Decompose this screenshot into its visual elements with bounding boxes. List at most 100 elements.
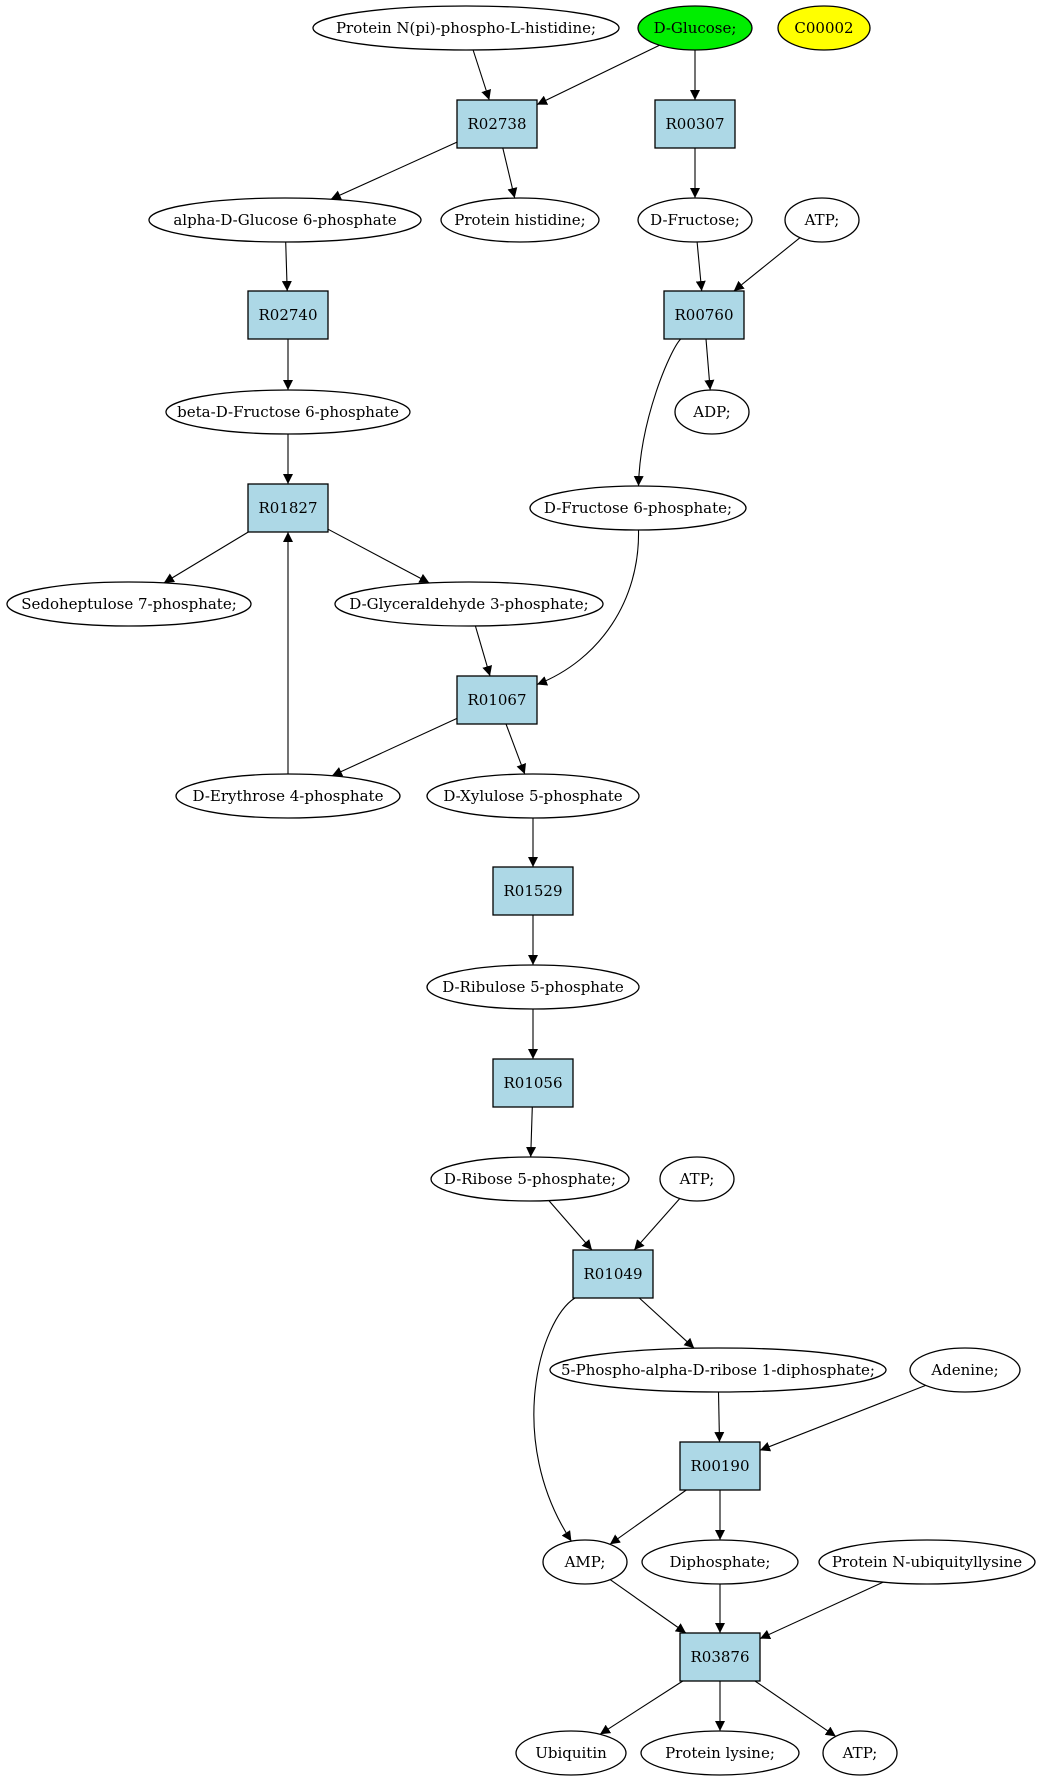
edges-layer xyxy=(163,44,926,1737)
node-label: D-Xylulose 5-phosphate xyxy=(443,787,622,805)
compound-ellipse xyxy=(515,1730,627,1776)
compound-node-C_s7p[interactable]: Sedoheptulose 7-phosphate; xyxy=(6,581,252,627)
compound-node-C_adp[interactable]: ADP; xyxy=(674,389,750,435)
compound-node-C_ru5p[interactable]: D-Ribulose 5-phosphate xyxy=(426,964,640,1010)
edge-R00760-to-C_adp xyxy=(704,338,715,391)
edge-R01049-to-C_prpp xyxy=(638,1297,695,1349)
compound-node-C_g3p[interactable]: D-Glyceraldehyde 3-phosphate; xyxy=(334,581,604,627)
node-label: D-Glucose; xyxy=(654,19,737,37)
reaction-node-R01529[interactable]: R01529 xyxy=(492,866,574,916)
node-label: R01056 xyxy=(503,1074,562,1092)
compound-node-C00002_top[interactable]: C00002 xyxy=(777,5,871,51)
compound-node-C_fructose[interactable]: D-Fructose; xyxy=(637,197,753,243)
node-label: R03876 xyxy=(690,1648,749,1666)
reaction-node-R01067[interactable]: R01067 xyxy=(456,675,538,725)
edge-R01056-to-C_r5p xyxy=(526,1106,537,1158)
reaction-box xyxy=(492,866,574,916)
edge-C_r5p-to-R01049 xyxy=(548,1200,593,1251)
compound-ellipse xyxy=(674,389,750,435)
edge-C_prpp-to-R00190 xyxy=(714,1391,725,1443)
edge-C_amp-to-R03876 xyxy=(609,1579,687,1634)
compound-ellipse xyxy=(818,1539,1036,1585)
compound-node-C_xu5p[interactable]: D-Xylulose 5-phosphate xyxy=(426,773,640,819)
node-label: D-Fructose; xyxy=(650,211,740,229)
edge-R00190-to-C_amp xyxy=(609,1489,687,1545)
reaction-node-R03876[interactable]: R03876 xyxy=(679,1632,761,1682)
reaction-node-R01056[interactable]: R01056 xyxy=(492,1058,574,1108)
node-label: R02738 xyxy=(467,115,526,133)
reaction-node-R02738[interactable]: R02738 xyxy=(456,99,538,149)
edge-C_fructose-to-R00760 xyxy=(695,241,706,292)
compound-node-C_e4p[interactable]: D-Erythrose 4-phosphate xyxy=(175,773,401,819)
node-label: R01067 xyxy=(467,691,526,709)
node-label: R00190 xyxy=(690,1457,749,1475)
edge-R01827-to-C_g3p xyxy=(327,528,430,584)
node-label: alpha-D-Glucose 6-phosphate xyxy=(173,211,396,229)
compound-node-C_amp[interactable]: AMP; xyxy=(542,1539,628,1585)
compound-ellipse xyxy=(426,773,640,819)
edge-C_d_f6p-to-R01067 xyxy=(536,529,640,686)
compound-node-C_ppi[interactable]: Diphosphate; xyxy=(641,1539,799,1585)
edge-C_prot_np_his-to-R02738 xyxy=(472,49,491,101)
nodes-layer: Protein N(pi)-phospho-L-histidine; D-Gluc… xyxy=(6,5,1036,1776)
compound-node-C_atp1[interactable]: ATP; xyxy=(784,197,860,243)
node-label: Adenine; xyxy=(930,1361,998,1379)
edge-C_atp2-to-R01049 xyxy=(633,1198,681,1251)
node-label: ATP; xyxy=(842,1744,878,1762)
compound-node-C_atp3[interactable]: ATP; xyxy=(822,1730,898,1776)
node-label: ATP; xyxy=(679,1170,715,1188)
compound-ellipse xyxy=(822,1730,898,1776)
compound-ellipse xyxy=(440,197,600,243)
edge-C_g3p-to-R01067 xyxy=(474,625,492,677)
compound-node-C_ubiquitin[interactable]: Ubiquitin xyxy=(515,1730,627,1776)
compound-node-C_atp2[interactable]: ATP; xyxy=(659,1156,735,1202)
reaction-node-R02740[interactable]: R02740 xyxy=(247,290,329,340)
compound-ellipse xyxy=(659,1156,735,1202)
compound-node-C_adenine[interactable]: Adenine; xyxy=(909,1347,1021,1393)
reaction-box xyxy=(247,483,329,533)
compound-node-C_d_f6p[interactable]: D-Fructose 6-phosphate; xyxy=(529,485,747,531)
compound-ellipse xyxy=(6,581,252,627)
reaction-node-R01049[interactable]: R01049 xyxy=(572,1249,654,1299)
node-label: Protein N(pi)-phospho-L-histidine; xyxy=(336,19,596,37)
reaction-node-R01827[interactable]: R01827 xyxy=(247,483,329,533)
edge-R00760-to-C_d_f6p xyxy=(633,338,682,487)
edge-C_prot_ublys-to-R03876 xyxy=(759,1581,884,1640)
reaction-box xyxy=(492,1058,574,1108)
node-label: R00760 xyxy=(674,306,733,324)
edge-R01067-to-C_e4p xyxy=(331,717,458,777)
compound-node-C_prot_ublys[interactable]: Protein N-ubiquityllysine xyxy=(818,1539,1036,1585)
reaction-box xyxy=(679,1632,761,1682)
compound-node-C_prot_his[interactable]: Protein histidine; xyxy=(440,197,600,243)
node-label: C00002 xyxy=(794,19,853,37)
edge-R02738-to-C_a_g6p xyxy=(330,141,458,200)
compound-node-C_a_g6p[interactable]: alpha-D-Glucose 6-phosphate xyxy=(148,197,422,243)
reaction-node-R00307[interactable]: R00307 xyxy=(654,99,736,149)
reaction-node-R00760[interactable]: R00760 xyxy=(663,290,745,340)
compound-ellipse xyxy=(637,5,753,51)
edge-C_a_g6p-to-R02740 xyxy=(281,241,292,292)
node-label: 5-Phospho-alpha-D-ribose 1-diphosphate; xyxy=(561,1361,875,1379)
node-label: D-Erythrose 4-phosphate xyxy=(193,787,384,805)
compound-ellipse xyxy=(641,1539,799,1585)
compound-ellipse xyxy=(529,485,747,531)
compound-node-C_prot_np_his[interactable]: Protein N(pi)-phospho-L-histidine; xyxy=(312,5,620,51)
compound-node-C_prot_lys[interactable]: Protein lysine; xyxy=(640,1730,800,1776)
node-label: beta-D-Fructose 6-phosphate xyxy=(177,403,399,421)
node-label: Ubiquitin xyxy=(535,1744,607,1762)
compound-ellipse xyxy=(165,389,411,435)
node-label: D-Fructose 6-phosphate; xyxy=(544,499,732,517)
compound-node-C_glucose[interactable]: D-Glucose; xyxy=(637,5,753,51)
compound-ellipse xyxy=(312,5,620,51)
node-label: AMP; xyxy=(564,1553,606,1571)
compound-ellipse xyxy=(909,1347,1021,1393)
node-label: Protein N-ubiquityllysine xyxy=(832,1553,1022,1571)
node-label: ADP; xyxy=(692,403,730,421)
compound-node-C_r5p[interactable]: D-Ribose 5-phosphate; xyxy=(430,1156,630,1202)
compound-node-C_b_f6p[interactable]: beta-D-Fructose 6-phosphate xyxy=(165,389,411,435)
node-label: R02740 xyxy=(258,306,317,324)
compound-ellipse xyxy=(175,773,401,819)
compound-node-C_prpp[interactable]: 5-Phospho-alpha-D-ribose 1-diphosphate; xyxy=(549,1347,887,1393)
reaction-node-R00190[interactable]: R00190 xyxy=(679,1441,761,1491)
